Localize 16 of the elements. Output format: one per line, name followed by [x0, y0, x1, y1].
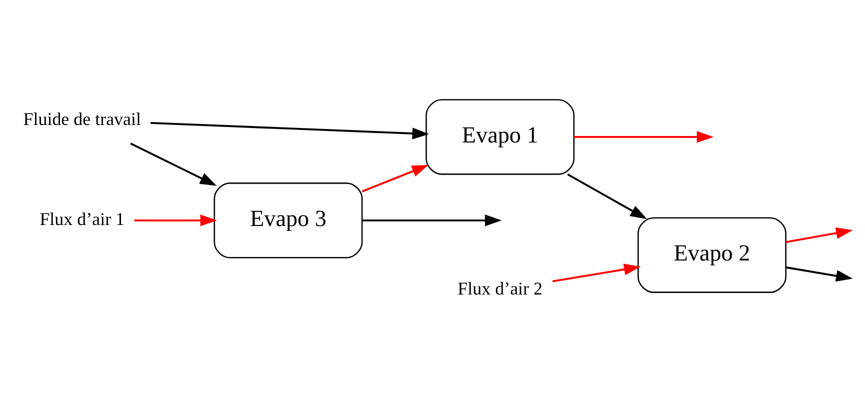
arrow [362, 214, 502, 226]
arrow [130, 142, 217, 186]
arrow [134, 214, 218, 226]
node-box: Evapo 3 [214, 182, 363, 258]
arrow [567, 172, 648, 219]
node-text: Flux d’air 2 [458, 278, 543, 298]
arrow [574, 130, 714, 142]
arrow [786, 226, 853, 243]
arrow [362, 164, 429, 192]
arrow [150, 121, 430, 139]
node-box: Evapo 1 [426, 98, 575, 174]
arrow [552, 263, 641, 282]
node-text: Fluide de travail [23, 108, 142, 128]
node-text: Flux d’air 1 [40, 208, 125, 229]
node-box: Evapo 2 [638, 216, 786, 292]
arrow [786, 266, 853, 282]
